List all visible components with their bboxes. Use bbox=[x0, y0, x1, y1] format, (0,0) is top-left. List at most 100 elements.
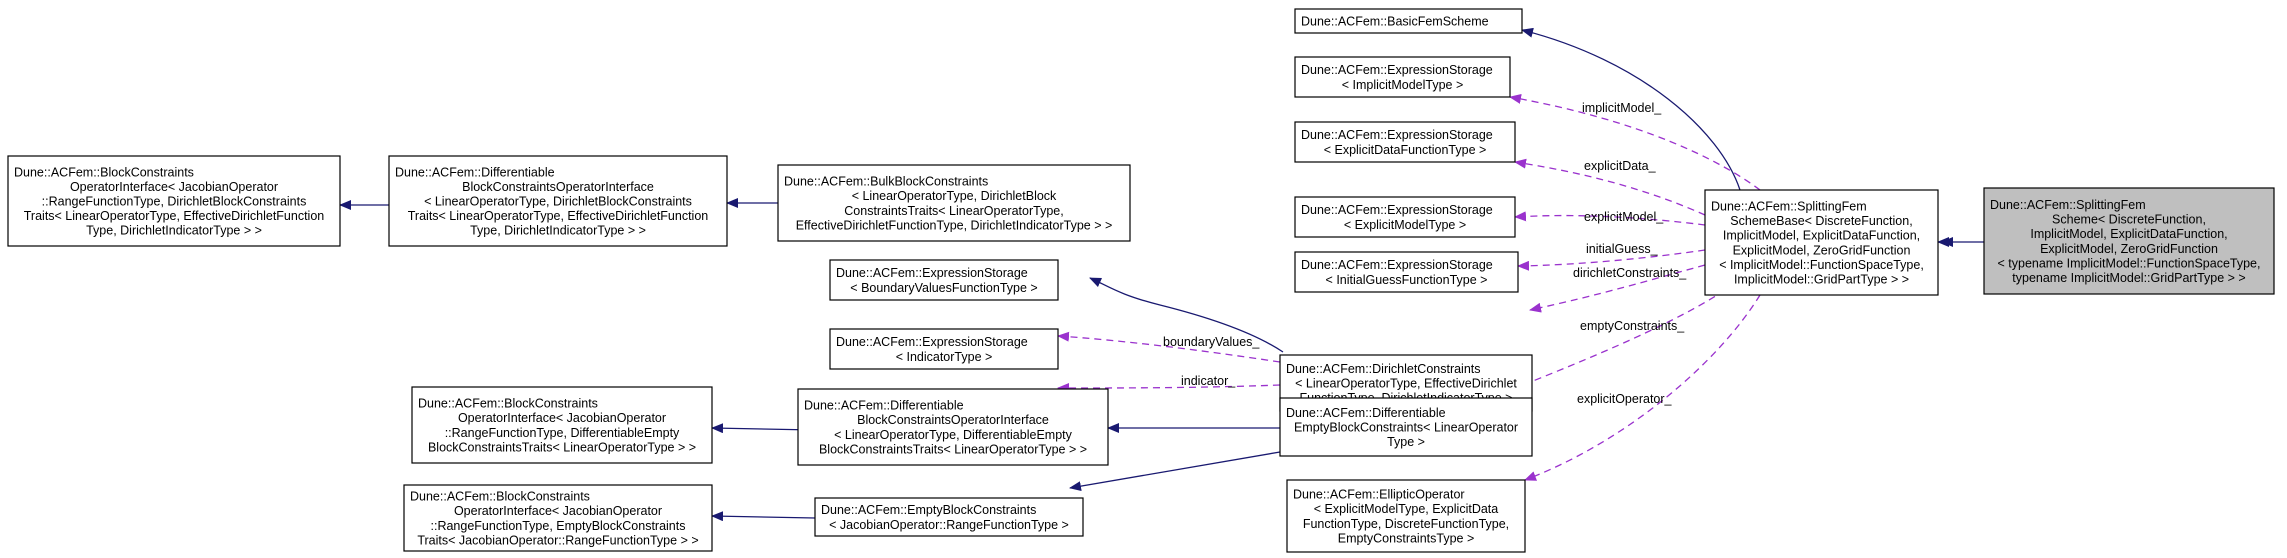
class-node[interactable]: Dune::ACFem::ExpressionStorage< Indicato… bbox=[829, 328, 1059, 370]
usage-edge bbox=[1509, 93, 1761, 191]
node-label-line: ExplicitModel, ZeroGridFunction bbox=[1733, 243, 1911, 257]
node-box bbox=[1279, 397, 1533, 457]
node-label-line: Dune::ACFem::SplittingFem bbox=[1990, 198, 2146, 212]
node-box bbox=[1294, 196, 1516, 238]
edge-label-dirichletConstraints: dirichletConstraints_ bbox=[1573, 266, 1687, 280]
node-label-line: Scheme< DiscreteFunction, bbox=[2052, 213, 2206, 227]
class-node[interactable]: Dune::ACFem::BulkBlockConstraints< Linea… bbox=[777, 164, 1131, 242]
inheritance-edge bbox=[711, 511, 816, 522]
node-label-line: Dune::ACFem::BlockConstraints bbox=[14, 165, 194, 179]
node-box bbox=[1294, 251, 1519, 293]
node-box bbox=[1704, 189, 1939, 296]
node-label-line: < LinearOperatorType, DirichletBlockCons… bbox=[424, 195, 692, 209]
node-label-line: OperatorInterface< JacobianOperator bbox=[458, 411, 666, 425]
node-label-line: BlockConstraintsTraits< LinearOperatorTy… bbox=[819, 442, 1087, 456]
node-label-line: OperatorInterface< JacobianOperator bbox=[70, 180, 278, 194]
node-label-line: SchemeBase< DiscreteFunction, bbox=[1730, 214, 1912, 228]
node-label-line: Dune::ACFem::ExpressionStorage bbox=[1301, 63, 1493, 77]
node-label-line: Dune::ACFem::Differentiable bbox=[1286, 406, 1446, 420]
node-label-line: BlockConstraintsOperatorInterface bbox=[857, 413, 1049, 427]
node-label-line: < ImplicitModel::FunctionSpaceType, bbox=[1719, 258, 1924, 272]
node-label-line: Type, DirichletIndicatorType > > bbox=[470, 224, 646, 238]
node-label-line: ::RangeFunctionType, DifferentiableEmpty bbox=[445, 426, 680, 440]
edge-label-explicitData: explicitData_ bbox=[1584, 159, 1657, 173]
node-label-line: ImplicitModel::GridPartType > > bbox=[1734, 273, 1909, 287]
node-label-line: Dune::ACFem::DirichletConstraints bbox=[1286, 362, 1481, 376]
node-label-line: typename ImplicitModel::GridPartType > > bbox=[2012, 271, 2245, 285]
node-label-line: Dune::ACFem::ExpressionStorage bbox=[836, 266, 1028, 280]
usage-edge bbox=[1514, 158, 1706, 216]
edge-label-initialGuess: initialGuess_ bbox=[1586, 242, 1659, 256]
inheritance-edge bbox=[1089, 277, 1284, 353]
node-box bbox=[1286, 479, 1526, 553]
node-label-line: < typename ImplicitModel::FunctionSpaceT… bbox=[1998, 256, 2261, 270]
inheritance-edge bbox=[1521, 27, 1741, 191]
node-label-line: < JacobianOperator::RangeFunctionType > bbox=[829, 518, 1069, 532]
node-label-line: FunctionType, DiscreteFunctionType, bbox=[1303, 517, 1509, 531]
edge-label-implicitModel: implicitModel_ bbox=[1582, 101, 1662, 115]
class-node[interactable]: Dune::ACFem::BlockConstraintsOperatorInt… bbox=[403, 484, 713, 552]
class-node[interactable]: Dune::ACFem::ExpressionStorage< Implicit… bbox=[1294, 56, 1511, 98]
node-box bbox=[1294, 121, 1516, 163]
class-node[interactable]: Dune::ACFem::ExpressionStorage< Explicit… bbox=[1294, 121, 1516, 163]
node-box bbox=[1294, 8, 1523, 34]
node-label-line: Dune::ACFem::ExpressionStorage bbox=[836, 335, 1028, 349]
node-box bbox=[829, 259, 1059, 301]
node-label-line: Traits< JacobianOperator::RangeFunctionT… bbox=[417, 533, 698, 547]
class-node[interactable]: Dune::ACFem::BasicFemScheme bbox=[1294, 8, 1523, 34]
node-label-line: Dune::ACFem::ExpressionStorage bbox=[1301, 203, 1493, 217]
class-node[interactable]: Dune::ACFem::DifferentiableBlockConstrai… bbox=[797, 388, 1109, 466]
class-node[interactable]: Dune::ACFem::DifferentiableBlockConstrai… bbox=[388, 155, 728, 247]
node-label-line: BlockConstraintsOperatorInterface bbox=[462, 180, 654, 194]
node-label-line: ExplicitModel, ZeroGridFunction bbox=[2040, 242, 2218, 256]
node-box bbox=[829, 328, 1059, 370]
node-label-line: ConstraintsTraits< LinearOperatorType, bbox=[844, 204, 1063, 218]
edge-label-explicitModel: explicitModel_ bbox=[1584, 210, 1664, 224]
class-node[interactable]: Dune::ACFem::ExpressionStorage< Boundary… bbox=[829, 259, 1059, 301]
class-node[interactable]: Dune::ACFem::BlockConstraintsOperatorInt… bbox=[411, 386, 713, 464]
node-label-line: < LinearOperatorType, DirichletBlock bbox=[852, 189, 1057, 203]
node-box bbox=[814, 497, 1084, 537]
node-label-line: OperatorInterface< JacobianOperator bbox=[454, 504, 662, 518]
node-label-line: ::RangeFunctionType, DirichletBlockConst… bbox=[42, 195, 307, 209]
node-label-line: EmptyConstraintsType > bbox=[1338, 531, 1475, 545]
class-node[interactable]: Dune::ACFem::BlockConstraintsOperatorInt… bbox=[7, 155, 341, 247]
node-label-line: < ExplicitModelType, ExplicitData bbox=[1314, 502, 1499, 516]
node-label-line: < IndicatorType > bbox=[896, 350, 993, 364]
edge-label-explicitOperator: explicitOperator_ bbox=[1577, 392, 1673, 406]
node-label-line: Traits< LinearOperatorType, EffectiveDir… bbox=[408, 209, 709, 223]
node-label-line: Dune::ACFem::BlockConstraints bbox=[418, 397, 598, 411]
node-box bbox=[1294, 56, 1511, 98]
class-node[interactable]: Dune::ACFem::DifferentiableEmptyBlockCon… bbox=[1279, 397, 1533, 457]
node-label-line: ::RangeFunctionType, EmptyBlockConstrain… bbox=[431, 519, 686, 533]
usage-edge bbox=[1524, 294, 1761, 481]
node-label-line: Dune::ACFem::EllipticOperator bbox=[1293, 488, 1465, 502]
node-label-line: EffectiveDirichletFunctionType, Dirichle… bbox=[796, 218, 1113, 232]
node-label-line: ImplicitModel, ExplicitDataFunction, bbox=[1723, 229, 1920, 243]
class-node[interactable]: Dune::ACFem::ExpressionStorage< InitialG… bbox=[1294, 251, 1519, 293]
node-label-line: Dune::ACFem::Differentiable bbox=[804, 399, 964, 413]
node-label-line: EmptyBlockConstraints< LinearOperator bbox=[1294, 421, 1518, 435]
node-box bbox=[777, 164, 1131, 242]
node-label-line: ImplicitModel, ExplicitDataFunction, bbox=[2030, 227, 2227, 241]
class-node[interactable]: Dune::ACFem::EllipticOperator< ExplicitM… bbox=[1286, 479, 1526, 553]
usage-edge bbox=[1529, 264, 1706, 313]
edge-label-boundaryValues: boundaryValues_ bbox=[1163, 335, 1260, 349]
node-label-line: BlockConstraintsTraits< LinearOperatorTy… bbox=[428, 440, 696, 454]
node-label-line: Type > bbox=[1387, 435, 1425, 449]
usage-edge bbox=[1057, 331, 1281, 363]
node-label-line: Dune::ACFem::BlockConstraints bbox=[410, 490, 590, 504]
class-node[interactable]: Dune::ACFem::EmptyBlockConstraints< Jaco… bbox=[814, 497, 1084, 537]
node-label-line: Dune::ACFem::BulkBlockConstraints bbox=[784, 175, 988, 189]
node-label-line: < BoundaryValuesFunctionType > bbox=[850, 281, 1037, 295]
node-box bbox=[797, 388, 1109, 466]
node-box bbox=[1983, 187, 2275, 295]
node-label-line: Dune::ACFem::BasicFemScheme bbox=[1301, 15, 1489, 29]
node-box bbox=[388, 155, 728, 247]
class-node[interactable]: Dune::ACFem::ExpressionStorage< Explicit… bbox=[1294, 196, 1516, 238]
node-box bbox=[403, 484, 713, 552]
node-label-line: Dune::ACFem::Differentiable bbox=[395, 165, 555, 179]
